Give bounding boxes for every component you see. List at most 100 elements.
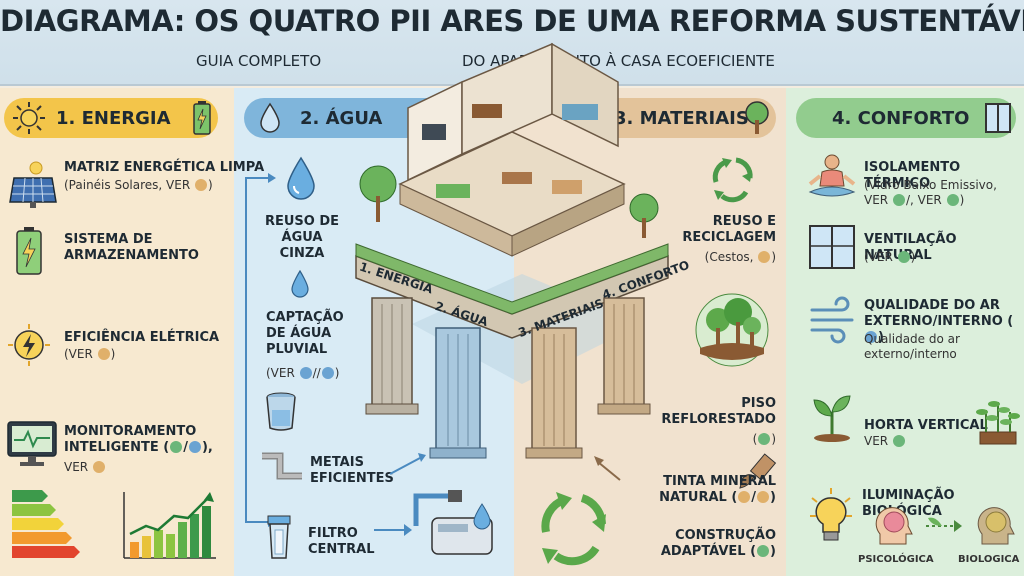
head-brain-icon: [977, 507, 1015, 545]
item-piso-reflorestado: PISO REFLORESTADO: [661, 396, 776, 427]
arrow-icon: [389, 453, 426, 475]
pipe-icon: [262, 452, 302, 480]
badge-icon: [946, 194, 959, 206]
item-monitoramento: MONITORAMENTO INTELIGENTE (/),: [64, 424, 213, 455]
battery-icon: [193, 101, 211, 135]
badge-icon: [195, 179, 207, 191]
item-captacao-pluvial: CAPTAÇÃO DE ÁGUA PLUVIAL: [266, 310, 344, 357]
cycle-arrows-icon: [541, 492, 606, 566]
item-isolamento-termico-note-text: (Vidro Baixo Emissivo, VER: [864, 178, 997, 207]
badge-icon: [758, 251, 771, 263]
item-qualidade-ar-label: QUALIDADE DO AR EXTERNO/INTERNO: [864, 298, 1003, 329]
item-monitoramento-label: MONITORAMENTO INTELIGENTE (: [64, 424, 197, 455]
item-reuso-reciclagem-note-text: (Cestos,: [704, 250, 754, 264]
item-horta-vertical: HORTA VERTICAL: [864, 418, 988, 433]
item-horta-vertical-note: VER: [864, 434, 906, 449]
item-matriz-energetica: MATRIZ ENERGÉTICA LIMPA: [64, 160, 265, 175]
pillar-title-materiais: 3. MATERIAIS: [596, 98, 776, 138]
water-drop-icon: [287, 156, 315, 200]
badge-icon: [321, 367, 334, 379]
water-tank-icon: [266, 392, 296, 431]
water-drop-icon: [260, 102, 280, 133]
rain-drop-icon: [291, 269, 309, 298]
wind-icon: [810, 296, 854, 344]
page-title: DIAGRAMA: OS QUATRO PII ARES DE UMA REFO…: [0, 4, 1024, 38]
item-eficiencia-eletrica-note: (VER ): [64, 347, 116, 361]
item-monitoramento-note: VER: [64, 460, 106, 475]
badge-icon: [97, 348, 110, 360]
pillar-title-energia: 1. ENERGIA: [4, 98, 218, 138]
window-ventilation-icon: [809, 225, 855, 269]
item-ventilacao-natural-note-text: (VER: [864, 250, 893, 264]
item-eficiencia-eletrica-note-text: (VER: [64, 347, 93, 361]
water-heater-icon: [413, 490, 493, 555]
item-eficiencia-eletrica: EFICIÊNCIA ELÉTRICA: [64, 330, 220, 345]
item-filtro-central: FILTRO CENTRAL: [308, 526, 375, 557]
badge-icon: [188, 441, 201, 453]
filter-icon: [267, 515, 291, 559]
sun-icon: [13, 102, 45, 134]
paintbrush-icon: [739, 453, 777, 489]
subtitle-left: GUIA COMPLETO: [196, 52, 322, 70]
badge-icon: [170, 441, 183, 453]
item-tinta-mineral-label: TINTA MINERAL NATURAL (: [659, 474, 776, 505]
item-reuso-reciclagem: REUSO E RECICLAGEM: [682, 214, 776, 245]
pillar-title-conforto-text: 4. CONFORTO: [832, 107, 970, 129]
badge-icon: [758, 433, 771, 445]
battery-storage-icon: [16, 227, 42, 275]
sprout-icon: [813, 395, 851, 442]
badge-icon: [92, 461, 105, 473]
pillar-title-agua-text: 2. ÁGUA: [300, 107, 383, 129]
pillar-title-conforto: 4. CONFORTO: [796, 98, 1016, 138]
badge-icon: [892, 194, 905, 206]
item-qualidade-ar: QUALIDADE DO AR EXTERNO/INTERNO (): [864, 298, 1014, 345]
monitor-icon: [7, 421, 57, 466]
vertical-garden-icon: [976, 401, 1020, 445]
energy-rating-icon: [12, 490, 80, 558]
tree-icon: [745, 101, 769, 134]
item-iluminacao-psicologica: PSICOLÓGICA: [858, 554, 934, 565]
item-construcao-adaptavel: CONSTRUÇÃO ADAPTÁVEL (): [660, 528, 776, 559]
pillar-title-energia-text: 1. ENERGIA: [56, 107, 171, 129]
item-ventilacao-natural-note: (VER ): [864, 250, 916, 264]
item-isolamento-termico-note: (Vidro Baixo Emissivo, VER /, VER ): [864, 178, 997, 207]
light-bulb-icon: [810, 488, 852, 541]
item-tinta-mineral: TINTA MINERAL NATURAL (/): [659, 474, 776, 505]
item-armazenamento: SISTEMA DE ARMAZENAMENTO: [64, 232, 199, 263]
item-reuso-agua-cinza: REUSO DE ÁGUA CINZA: [264, 214, 340, 261]
arrow-icon: [594, 456, 621, 481]
pillar-title-materiais-text: 3. MATERIAIS: [614, 107, 749, 129]
badge-icon: [865, 331, 877, 343]
item-reuso-reciclagem-note: (Cestos, ): [704, 250, 776, 264]
efficiency-bolt-icon: [8, 324, 50, 366]
item-monitoramento-note-text: VER: [64, 460, 89, 474]
item-construcao-adaptavel-label: CONSTRUÇÃO ADAPTÁVEL (: [660, 528, 776, 559]
solar-panel-icon: [9, 161, 57, 208]
recycle-icon: [712, 157, 753, 203]
badge-icon: [897, 251, 910, 263]
meditation-person-icon: [808, 154, 856, 197]
column-conforto: [786, 88, 1024, 576]
badge-icon: [738, 491, 751, 503]
item-horta-vertical-note-text: VER: [864, 434, 889, 448]
head-brain-icon: [875, 507, 913, 545]
badge-icon: [299, 367, 312, 379]
badge-icon: [757, 545, 770, 557]
growth-chart-icon: [123, 492, 216, 559]
item-matriz-energetica-note: (Painéis Solares, VER ): [64, 178, 213, 192]
window-icon: [985, 103, 1011, 133]
plant-arrow-icon: [926, 517, 962, 532]
forest-icon: [695, 293, 769, 367]
item-metais-eficientes: METAIS EFICIENTES: [310, 455, 394, 486]
item-qualidade-ar-note: Qualidade do ar externo/interno: [864, 332, 960, 361]
house-pillars-illustration: [355, 42, 669, 459]
arrow-icon: [374, 524, 412, 536]
item-captacao-pluvial-note-text: (VER: [266, 366, 295, 380]
item-iluminacao-biologica-note: BIOLOGICA: [958, 554, 1020, 565]
badge-icon: [892, 435, 905, 447]
item-isolamento-termico: ISOLAMENTO TÉRMICO: [864, 160, 961, 191]
item-piso-reflorestado-badge: (): [752, 432, 776, 446]
item-matriz-energetica-note-text: (Painéis Solares, VER: [64, 178, 191, 192]
badge-icon: [757, 491, 770, 503]
item-captacao-pluvial-note: (VER //): [266, 366, 340, 380]
